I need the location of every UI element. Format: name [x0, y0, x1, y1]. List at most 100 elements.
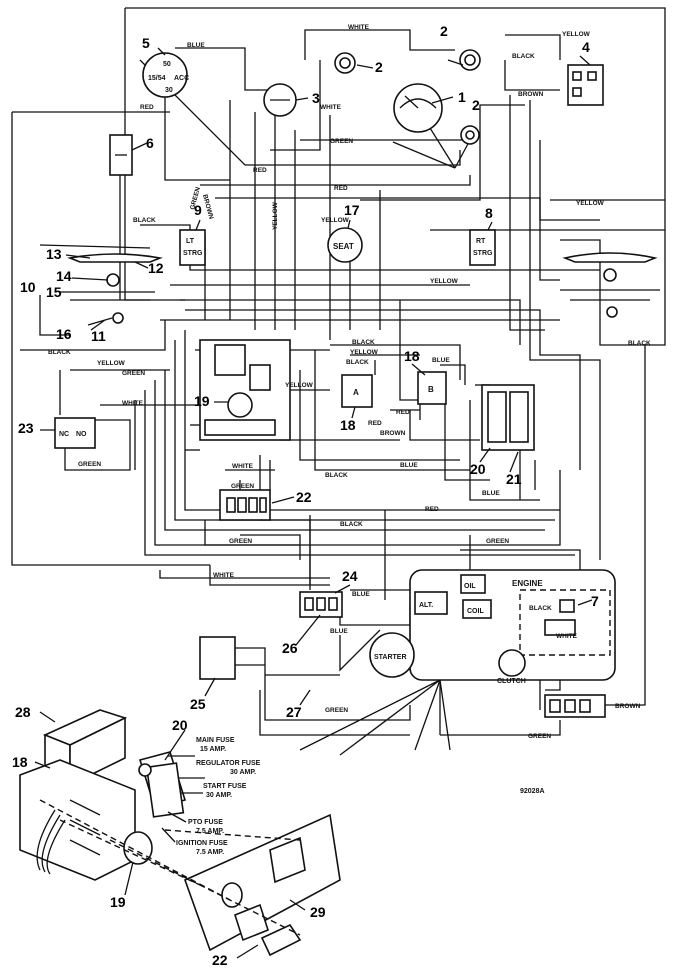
callout-5: 5	[142, 35, 150, 51]
callout-9: 9	[194, 202, 202, 218]
left-steer-label-2: STRG	[183, 250, 203, 257]
callout-22b: 22	[212, 952, 228, 968]
coil-label: COIL	[467, 608, 484, 615]
battery-25	[199, 636, 236, 680]
diagram-code: 92028A	[520, 788, 545, 795]
wire-label-brown-center: BROWN	[380, 430, 406, 437]
callout-4: 4	[582, 39, 590, 55]
callout-18b: 18	[340, 417, 356, 433]
callout-13: 13	[46, 246, 62, 262]
relay-b-label: B	[428, 385, 434, 394]
wire-label-blue-conn24b: BLUE	[330, 628, 348, 635]
wire-label-blue-relay: BLUE	[432, 357, 450, 364]
callout-20b: 20	[172, 717, 188, 733]
wire-label-black-right: BLACK	[628, 340, 651, 347]
clutch-connector	[544, 694, 606, 718]
ignition-fuse-amp: 7.5 AMP.	[196, 849, 224, 856]
wire-label-white-conn22: WHITE	[232, 463, 254, 470]
relay-4	[567, 64, 604, 106]
alt-label: ALT.	[419, 602, 433, 609]
pto-fuse-amp: 7.5 AMP.	[196, 828, 224, 835]
ignition-switch: 50 15/54 ACC 30	[142, 52, 189, 98]
callout-1: 1	[458, 89, 466, 105]
callout-2a: 2	[440, 23, 448, 39]
callout-15: 15	[46, 284, 62, 300]
fuse-block-20-21	[481, 384, 535, 451]
wire-label-blue-conn24: BLUE	[352, 591, 370, 598]
wire-label-blue-fuse: BLUE	[482, 490, 500, 497]
pto-switch	[109, 134, 133, 176]
wire-label-red-relay2: RED	[368, 420, 382, 427]
headlight-left	[39, 244, 163, 324]
callout-23: 23	[18, 420, 34, 436]
wire-label-black-top: BLACK	[512, 53, 535, 60]
pto-clutch: CLUTCH	[497, 649, 526, 685]
ignition-term-50: 50	[163, 61, 171, 68]
wire-label-green-conn22: GREEN	[231, 483, 254, 490]
wire-label-green-switch: GREEN	[78, 461, 101, 468]
wire-label-brown-top: BROWN	[518, 91, 544, 98]
callout-18c: 18	[12, 754, 28, 770]
callout-26: 26	[282, 640, 298, 656]
wire-label-brown-bottom: BROWN	[615, 703, 641, 710]
callout-28: 28	[15, 704, 31, 720]
callout-7: 7	[591, 593, 599, 609]
connector-22	[219, 489, 271, 521]
callout-2c: 2	[472, 97, 480, 113]
wire-label-red-relay: RED	[396, 409, 410, 416]
right-steer-label-1: RT	[476, 238, 486, 245]
voltmeter	[263, 83, 297, 117]
callout-14: 14	[56, 268, 72, 284]
callout-numbers: 1 2 2 2 3 4 5 6 7 8 9 10 11 12 13 14 15 …	[12, 23, 599, 968]
wire-label-green-bottom: GREEN	[325, 707, 348, 714]
headlight-right	[560, 252, 660, 318]
indicator-light-right	[460, 125, 480, 145]
wire-label-white-engine: WHITE	[556, 633, 578, 640]
clutch-label: CLUTCH	[497, 678, 526, 685]
ignition-term-30: 30	[165, 87, 173, 94]
nc-label: NC	[59, 431, 69, 438]
wire-label-red-mid2: RED	[334, 185, 348, 192]
starter-motor: STARTER	[369, 632, 415, 678]
callout-12: 12	[148, 260, 164, 276]
engine-box: ENGINE OIL COIL ALT.	[409, 569, 616, 681]
callout-6: 6	[146, 135, 154, 151]
wire-label-black-center2: BLACK	[346, 359, 369, 366]
start-fuse-amp: 30 AMP.	[206, 792, 232, 799]
wire-label-white-mid: WHITE	[320, 104, 342, 111]
wire-label-black-lower-left: BLACK	[48, 349, 71, 356]
wire-label-yellow-center: YELLOW	[350, 349, 379, 356]
callout-24: 24	[342, 568, 358, 584]
pto-fuse-label: PTO FUSE	[188, 819, 223, 826]
callout-10: 10	[20, 279, 36, 295]
callout-16: 16	[56, 326, 72, 342]
wire-label-yellow-seat: YELLOW	[321, 217, 350, 224]
wire-label-green-lower-right: GREEN	[486, 538, 509, 545]
callout-17: 17	[344, 202, 360, 218]
wire-label-white-left: WHITE	[122, 400, 144, 407]
wire-label-black-center3: BLACK	[325, 472, 348, 479]
hour-meter-gauge	[393, 83, 443, 133]
callout-19a: 19	[194, 393, 210, 409]
relay-a-label: A	[353, 388, 359, 397]
callout-3: 3	[312, 90, 320, 106]
regulator-fuse-amp: 30 AMP.	[230, 769, 256, 776]
wire-label-green-lower-left: GREEN	[122, 370, 145, 377]
fuse-labels: MAIN FUSE 15 AMP. REGULATOR FUSE 30 AMP.…	[161, 737, 261, 856]
callout-25: 25	[190, 696, 206, 712]
relay-a: A	[341, 374, 373, 408]
callout-21: 21	[506, 471, 522, 487]
left-steering-switch: LT STRG	[179, 229, 206, 266]
callout-8: 8	[485, 205, 493, 221]
main-fuse-amp: 15 AMP.	[200, 746, 226, 753]
start-fuse-label: START FUSE	[203, 783, 247, 790]
no-label: NO	[76, 431, 87, 438]
main-fuse-label: MAIN FUSE	[196, 737, 235, 744]
callout-29: 29	[310, 904, 326, 920]
engine-label: ENGINE	[512, 579, 543, 588]
wire-label-red-mid: RED	[253, 167, 267, 174]
oil-label: OIL	[464, 583, 476, 590]
wire-label-red-left: RED	[140, 104, 154, 111]
callout-11: 11	[91, 328, 106, 344]
relay-b: B	[417, 371, 447, 405]
